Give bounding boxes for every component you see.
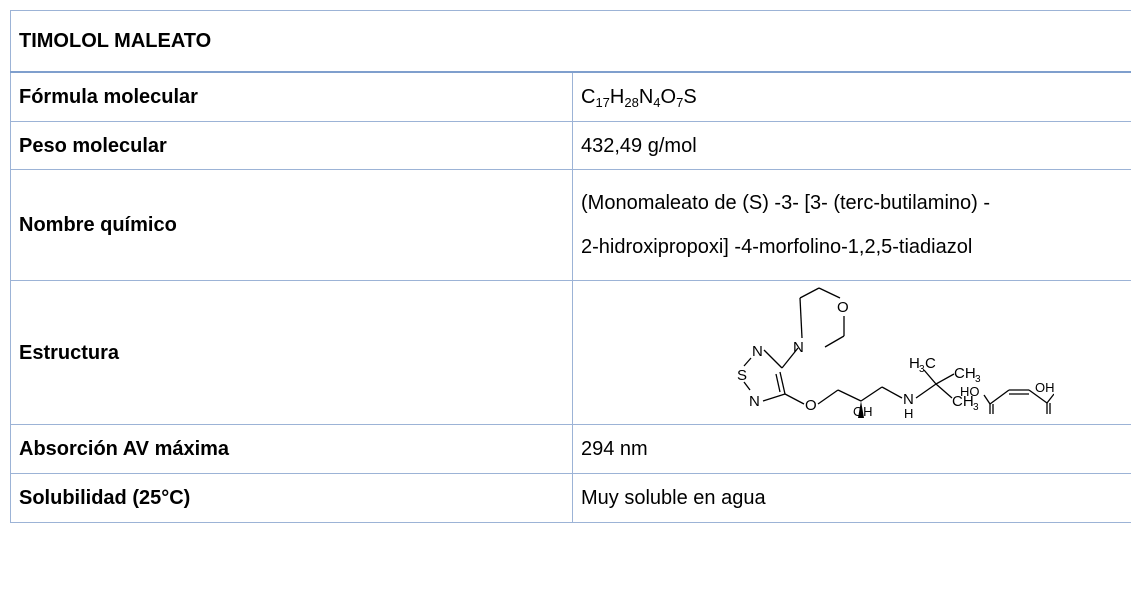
atom-oh-acid: OH [1035, 380, 1054, 395]
table-title-row: TIMOLOL MALEATO [10, 10, 1131, 73]
table-row: Solubilidad (25°C) Muy soluble en agua [10, 473, 1131, 523]
row-label-absorption: Absorción AV máxima [10, 424, 573, 474]
atom-ch3-top: CH [954, 365, 976, 382]
atom-o-ether: O [805, 397, 817, 414]
atom-h3c-h: H [909, 355, 920, 372]
atom-ch3-top-sub: 3 [975, 374, 981, 385]
atom-oh: OH [853, 404, 873, 418]
molecular-formula-value: C17H28N4O7S [572, 71, 1131, 122]
atom-nh-n: N [903, 391, 914, 408]
chemical-name-value: (Monomaleato de (S) -3- [3- (terc-butila… [572, 169, 1131, 281]
row-label-weight: Peso molecular [10, 121, 573, 170]
table-title: TIMOLOL MALEATO [10, 10, 1131, 73]
atom-ho: HO [960, 384, 980, 399]
atom-n-bottom: N [749, 393, 760, 410]
row-label-chemical-name: Nombre químico [10, 169, 573, 281]
atom-ch3-bottom: CH [952, 393, 974, 410]
atom-o-ring: O [837, 299, 849, 316]
atom-h3c-c: C [925, 355, 936, 372]
solubility-value: Muy soluble en agua [572, 473, 1131, 523]
atom-s: S [737, 367, 747, 384]
atom-nh-h: H [904, 406, 913, 418]
molecular-weight-value: 432,49 g/mol [572, 121, 1131, 170]
chemical-name-line-2: 2-hidroxipropoxi] -4-morfolino-1,2,5-tia… [581, 236, 973, 258]
row-label-formula: Fórmula molecular [10, 71, 573, 122]
chemical-name-line-1: (Monomaleato de (S) -3- [3- (terc-butila… [581, 192, 991, 214]
atom-h3c-sub: 3 [919, 364, 925, 375]
row-label-solubility: Solubilidad (25°C) [10, 473, 573, 523]
atom-ch3-bottom-sub: 3 [973, 402, 979, 413]
properties-table: TIMOLOL MALEATO Fórmula molecular C17H28… [10, 10, 1131, 523]
atom-n-ring: N [793, 339, 804, 356]
row-label-structure: Estructura [10, 280, 573, 425]
table-row: Peso molecular 432,49 g/mol [10, 121, 1131, 170]
table-row: Absorción AV máxima 294 nm [10, 424, 1131, 474]
atom-n-top: N [752, 343, 763, 360]
table-row: Fórmula molecular C17H28N4O7S [10, 71, 1131, 122]
structure-cell: O N S N N O OH N H H 3 C CH 3 CH [572, 280, 1131, 425]
table-row: Nombre químico (Monomaleato de (S) -3- [… [10, 169, 1131, 281]
absorption-value: 294 nm [572, 424, 1131, 474]
table-row: Estructura [10, 280, 1131, 425]
chemical-structure-icon: O N S N N O OH N H H 3 C CH 3 CH [737, 286, 1055, 421]
